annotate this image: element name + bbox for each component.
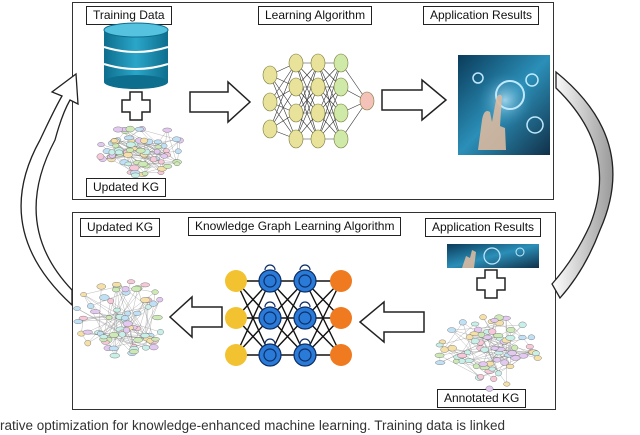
arrow-right-icon-2 bbox=[381, 78, 448, 122]
knowledge-graph-annotated-image bbox=[434, 314, 542, 392]
cycle-arrow-right bbox=[551, 70, 614, 300]
learning-algorithm-label: Learning Algorithm bbox=[258, 6, 373, 25]
figure-caption: rative optimization for knowledge-enhanc… bbox=[0, 418, 506, 433]
kg-neural-network-icon bbox=[225, 264, 352, 367]
arrow-left-icon-2 bbox=[168, 295, 223, 339]
knowledge-graph-image bbox=[96, 125, 184, 178]
cycle-arrow-left bbox=[20, 72, 79, 307]
database-icon bbox=[103, 22, 169, 89]
updated-kg-label: Updated KG bbox=[86, 178, 167, 197]
arrow-left-icon bbox=[358, 300, 425, 344]
arrow-right-icon bbox=[189, 80, 252, 124]
ai-hand-small-image bbox=[447, 244, 539, 268]
application-results-bottom-label: Application Results bbox=[425, 218, 542, 237]
updated-kg-bottom-label: Updated KG bbox=[80, 218, 161, 237]
knowledge-graph-updated-image bbox=[73, 279, 164, 359]
neural-network-icon bbox=[262, 53, 375, 149]
application-results-label: Application Results bbox=[423, 6, 540, 25]
annotated-kg-label: Annotated KG bbox=[437, 389, 527, 408]
kg-learning-algorithm-label: Knowledge Graph Learning Algorithm bbox=[188, 217, 402, 236]
plus-icon bbox=[121, 91, 151, 121]
plus-icon-bottom bbox=[476, 269, 506, 299]
ai-hand-image bbox=[458, 55, 550, 155]
